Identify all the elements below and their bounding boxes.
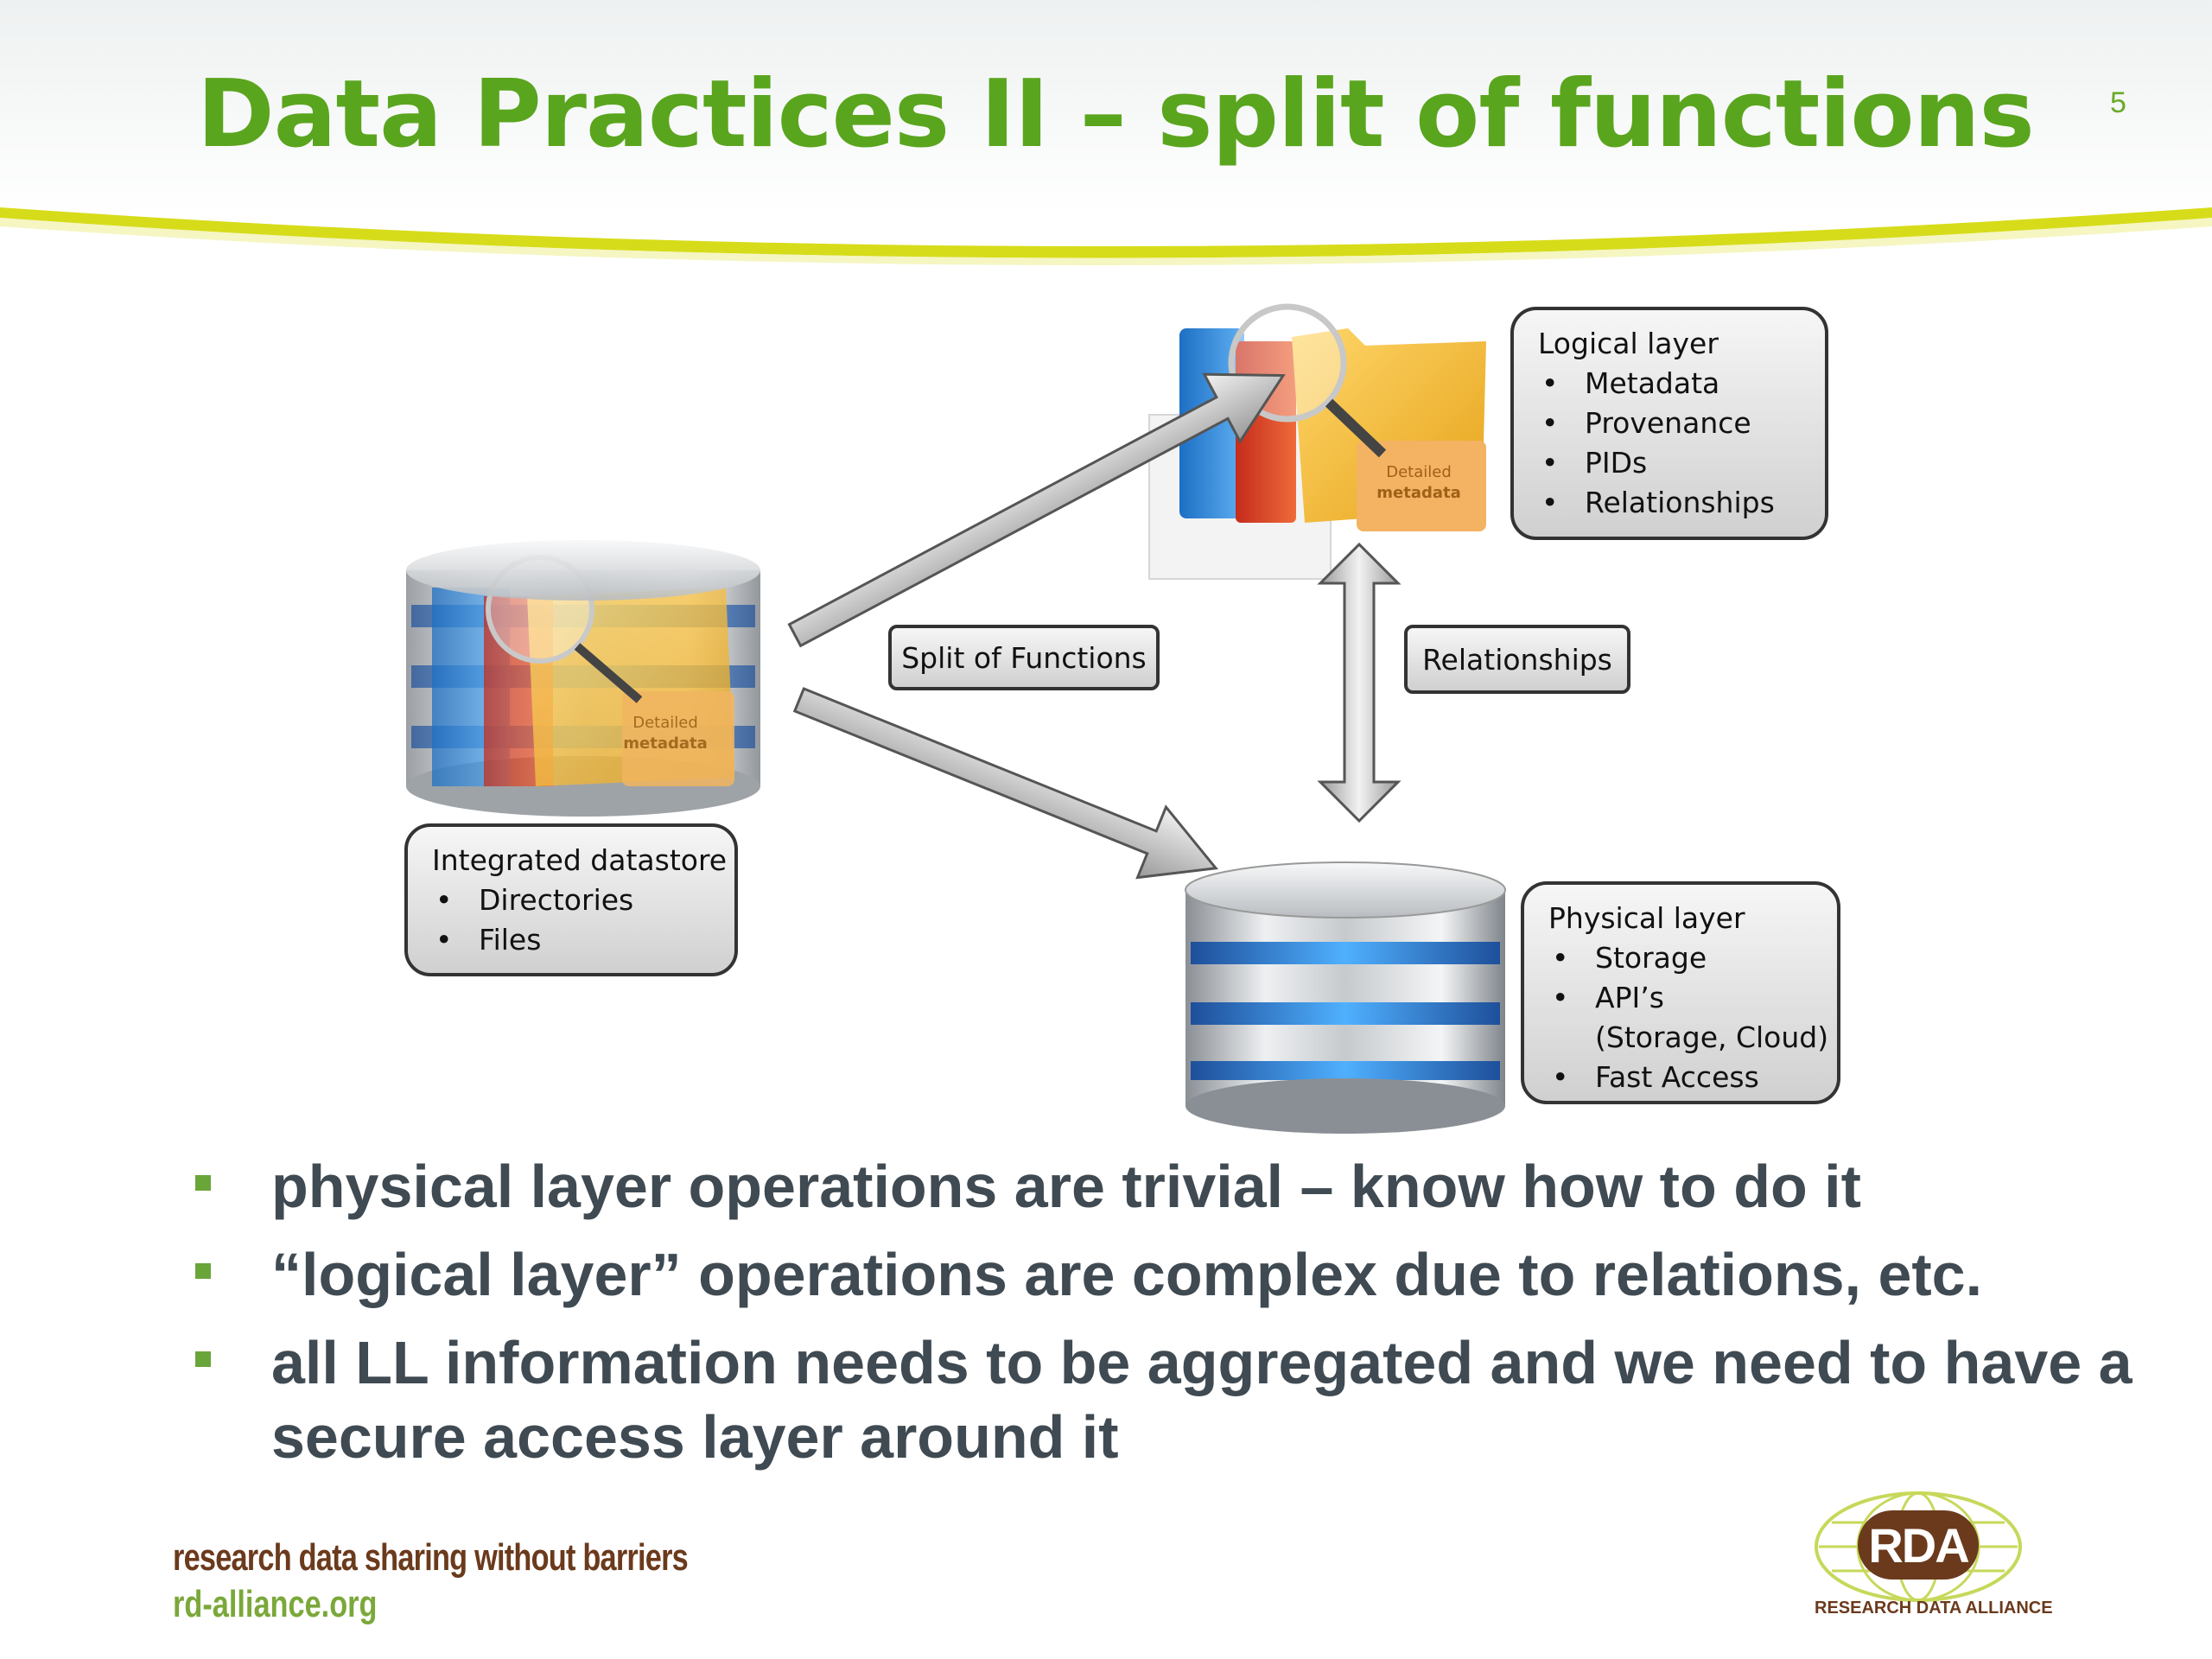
integrated-datastore-icon: Detailed metadata: [406, 540, 760, 817]
bullet-item: “logical layer” operations are complex d…: [192, 1237, 2179, 1312]
logical-folders-icon: Detailed metadata: [1148, 303, 1486, 580]
integrated-item-directories: Directories: [432, 880, 734, 920]
physical-item-fast-access: Fast Access: [1548, 1058, 1837, 1097]
bullet-text: physical layer operations are trivial – …: [271, 1153, 1861, 1220]
integrated-datastore-title: Integrated datastore: [432, 843, 728, 877]
split-arrow-down: [792, 687, 1219, 880]
rda-logo: [1815, 1491, 2022, 1602]
physical-item-storage: Storage: [1548, 938, 1837, 978]
header-swoosh: [0, 207, 2212, 258]
bullet-text: “logical layer” operations are complex d…: [271, 1241, 1983, 1308]
bullet-marker: [195, 1351, 211, 1367]
svg-text:metadata: metadata: [623, 734, 708, 753]
bullet-item: physical layer operations are trivial – …: [192, 1149, 2179, 1224]
physical-layer-title: Physical layer: [1548, 901, 1745, 935]
logical-item-provenance: Provenance: [1538, 404, 1825, 443]
bullet-item: all LL information needs to be aggregate…: [192, 1325, 2179, 1474]
bullet-marker: [195, 1263, 211, 1279]
integrated-item-files: Files: [432, 920, 734, 960]
page-number: 5: [2110, 86, 2126, 119]
physical-layer-box: Physical layer Storage API’s (Storage, C…: [1521, 881, 1840, 1104]
logical-item-pids: PIDs: [1538, 443, 1825, 483]
svg-text:metadata: metadata: [1376, 484, 1461, 502]
bullet-text: all LL information needs to be aggregate…: [271, 1329, 2133, 1471]
logical-layer-box: Logical layer Metadata Provenance PIDs R…: [1510, 307, 1828, 540]
footer-url[interactable]: rd-alliance.org: [173, 1583, 378, 1625]
logical-item-relationships: Relationships: [1538, 483, 1825, 523]
split-of-functions-label: Split of Functions: [888, 625, 1160, 690]
physical-item-apis: API’s: [1548, 978, 1837, 1018]
rda-logo-subtext: RESEARCH DATA ALLIANCE: [1815, 1599, 2053, 1618]
header-band: [0, 0, 2212, 216]
physical-database-icon: [1185, 861, 1506, 1134]
rda-logo-text: RDA: [1868, 1517, 1969, 1573]
svg-text:Detailed: Detailed: [1386, 463, 1452, 481]
bullet-list: physical layer operations are trivial – …: [192, 1149, 2179, 1488]
integrated-datastore-box: Integrated datastore Directories Files: [404, 823, 738, 976]
relationships-arrow: [1317, 542, 1402, 823]
footer-tagline: research data sharing without barriers: [173, 1536, 689, 1579]
split-arrow-up: [787, 372, 1286, 648]
bullet-marker: [195, 1175, 211, 1191]
physical-item-apis-detail: (Storage, Cloud): [1595, 1020, 1829, 1054]
svg-text:Detailed: Detailed: [632, 714, 698, 732]
relationships-label: Relationships: [1404, 625, 1630, 694]
logical-item-metadata: Metadata: [1538, 364, 1825, 404]
slide-title: Data Practices II – split of functions: [197, 60, 2035, 168]
logical-layer-title: Logical layer: [1538, 327, 1719, 360]
